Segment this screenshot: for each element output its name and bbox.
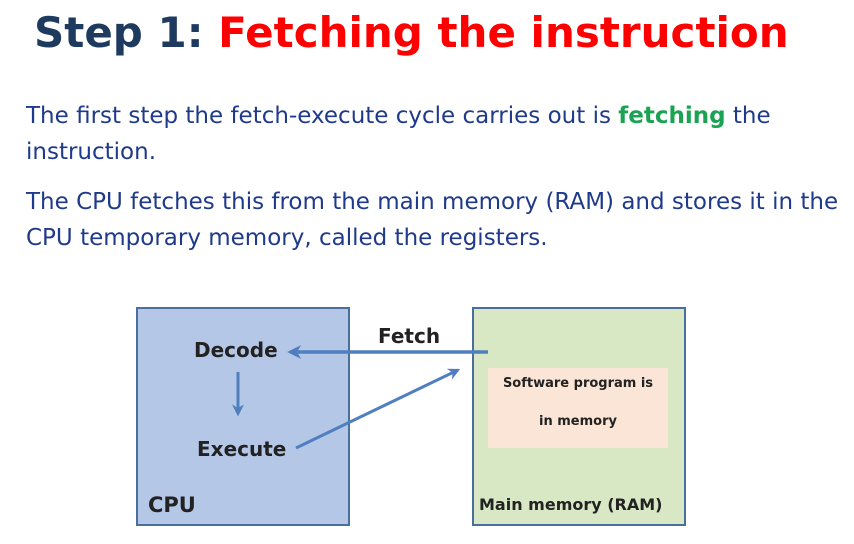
paragraph-cpu-registers: The CPU fetches this from the main memor…: [26, 189, 839, 251]
title-prefix: Step 1:: [34, 8, 219, 57]
paragraph-fetch-step: The first step the fetch-execute cycle c…: [26, 98, 846, 170]
main-memory-label: Main memory (RAM): [479, 495, 663, 514]
keyword-fetching: fetching: [618, 103, 726, 129]
execute-label: Execute: [197, 437, 287, 461]
execute-to-memory-arrow: [295, 368, 461, 450]
fetch-label: Fetch: [378, 324, 441, 348]
cpu-box: [136, 307, 350, 526]
program-text-line1: Software program is: [502, 376, 654, 391]
decode-label: Decode: [194, 338, 278, 362]
paragraph1-after: the instruction.: [26, 103, 771, 165]
title-highlight: Fetching the instruction: [218, 8, 789, 57]
software-program-box: [488, 368, 668, 448]
slide-title: Step 1: Fetching the instruction: [34, 6, 789, 60]
cpu-label: CPU: [148, 493, 196, 517]
program-text-line2: in memory: [539, 414, 617, 429]
paragraph1-before: The first step the fetch-execute cycle c…: [26, 103, 619, 129]
